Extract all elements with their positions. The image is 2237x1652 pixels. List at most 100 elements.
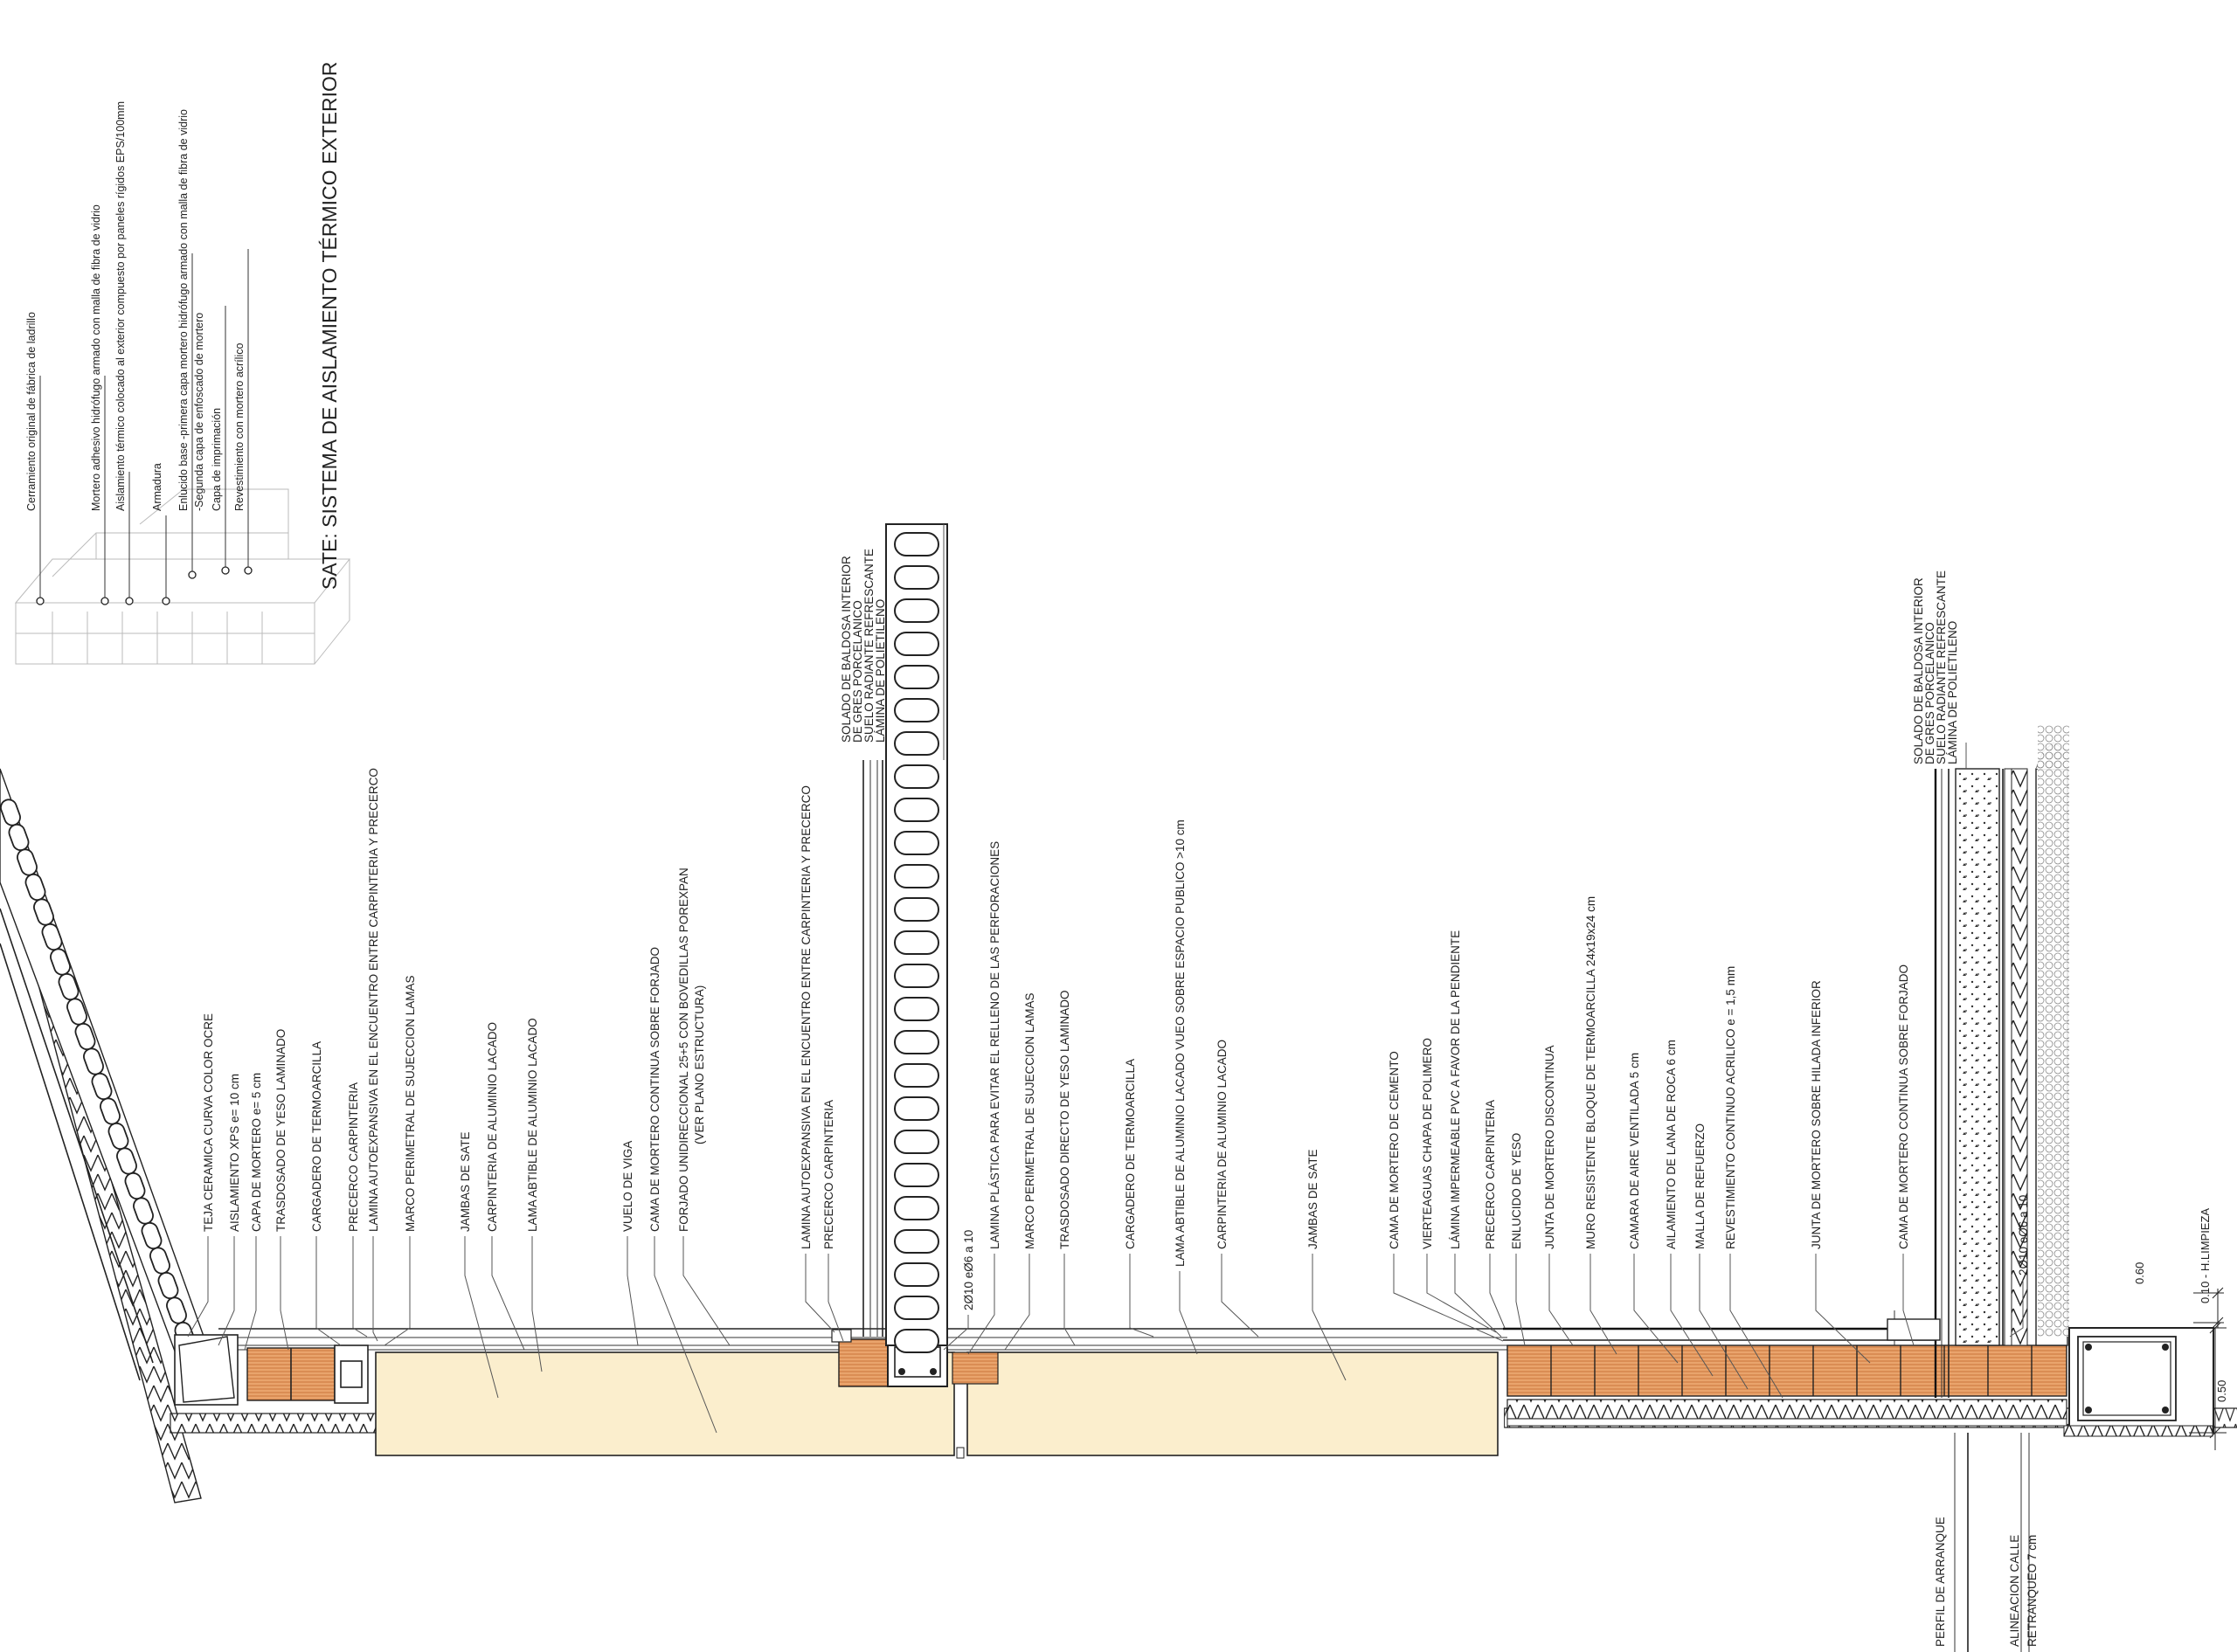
label-teja-ceramica: TEJA CERAMICA CURVA COLOR OCRE xyxy=(202,1013,215,1232)
leader-line xyxy=(2009,1280,2024,1337)
wall-perforation xyxy=(894,1030,939,1054)
wall-perforation xyxy=(894,1096,939,1121)
wall-perforation xyxy=(894,764,939,789)
leader-line xyxy=(1221,1254,1259,1337)
wall-perforation xyxy=(894,1262,939,1287)
label-junta-mortero-discontinua: JUNTA DE MORTERO DISCONTINUA xyxy=(1543,1045,1556,1249)
label-lama-abtible: LAMA ABTIBLE DE ALUMINIO LACADO xyxy=(526,1018,539,1232)
leader-line xyxy=(1589,1254,1617,1355)
leader-line xyxy=(1063,1254,1076,1346)
label-marco-perimetral-2: MARCO PERIMETRAL DE SUJECCION LAMAS xyxy=(1023,992,1036,1249)
label-ver-plano-estructura: (VER PLANO ESTRUCTURA) xyxy=(693,985,706,1144)
labels-bottom-group: PERFIL DE ARRANQUE ALINEACION CALLE RETR… xyxy=(1934,1517,2039,1647)
vertical-wall-middle xyxy=(862,523,948,1353)
lamas xyxy=(375,1351,1499,1459)
label-carpinteria-aluminio-2: CARPINTERIA DE ALUMINIO LACADO xyxy=(1215,1040,1229,1249)
label-armado-viga: 2Ø10 eØ6 a 10 xyxy=(962,1230,975,1310)
sate-legend-3: Aislamiento térmico colocado al exterior… xyxy=(114,101,127,511)
wall-perforation xyxy=(894,1296,939,1320)
label-revestimiento-acrilico: REVESTIMIENTO CONTINUO ACRILICO e = 1,5 … xyxy=(1724,966,1737,1249)
dimension-lines xyxy=(2189,1287,2227,1450)
leader-line xyxy=(943,1315,969,1351)
wall-perforation xyxy=(894,897,939,922)
leader-line xyxy=(384,1236,411,1346)
wall-perforation xyxy=(894,930,939,955)
sate-axonometric-sketch xyxy=(14,488,351,665)
leader-line xyxy=(627,1236,639,1346)
labels-roof-group: TEJA CERAMICA CURVA COLOR OCRE AISLAMIEN… xyxy=(202,768,539,1232)
leader-line xyxy=(372,1236,378,1342)
label-lamina-polietileno-2: LÁMINA DE POLIETILENO xyxy=(1946,621,1959,764)
label-jambas-sate-2: JAMBAS DE SATE xyxy=(1306,1149,1319,1249)
leader-line xyxy=(967,1254,995,1355)
leader-line xyxy=(1426,1254,1497,1333)
sate-legend-1: Cerramiento original de fábrica de ladri… xyxy=(25,312,38,511)
label-suelo-radiante-2: SUELO RADIANTE REFRESCANTE xyxy=(1935,570,1948,764)
label-aislamiento-lana-roca: AILAMIENTO DE LANA DE ROCA 6 cm xyxy=(1665,1040,1678,1249)
leader-line xyxy=(187,1236,209,1337)
wall-perforation xyxy=(894,598,939,623)
label-trasdosado-directo: TRASDOSADO DIRECTO DE YESO LAMINADO xyxy=(1058,990,1071,1249)
leader-line xyxy=(1548,1254,1574,1346)
leader-line xyxy=(1729,1254,1783,1399)
wall-perforation xyxy=(894,798,939,822)
label-cama-mortero-forjado: CAMA DE MORTERO CONTINUA SOBRE FORJADO xyxy=(648,947,661,1232)
label-cargadero-termoarcilla: CARGADERO DE TERMOARCILLA xyxy=(310,1041,323,1232)
label-muro-resistente: MURO RESISTENTE BLOQUE DE TERMOARCILLA 2… xyxy=(1584,896,1597,1249)
leader-line xyxy=(828,1254,844,1342)
label-perfil-arranque: PERFIL DE ARRANQUE xyxy=(1934,1517,1947,1647)
sate-legend-5: Enlucido base -primera capa mortero hidr… xyxy=(177,109,190,511)
leader-line xyxy=(1312,1254,1347,1381)
label-cargadero-termoarcilla-2: CARGADERO DE TERMOARCILLA xyxy=(1124,1059,1137,1249)
label-lamina-plastica: LAMINA PLÁSTICA PARA EVITAR EL RELLENO D… xyxy=(988,841,1001,1249)
label-gres-porcelanico-2: DE GRES PORCELANICO xyxy=(1923,622,1936,764)
dimension-050: 0.50 xyxy=(2215,1380,2228,1402)
leader-lines xyxy=(187,524,2024,1434)
wall-perforation xyxy=(894,864,939,888)
label-cama-mortero-cemento: CAMA DE MORTERO DE CEMENTO xyxy=(1388,1051,1401,1249)
leader-line xyxy=(464,1236,499,1399)
wall-perforation xyxy=(894,1329,939,1353)
label-alineacion-calle: ALINEACION CALLE xyxy=(2008,1535,2021,1647)
leader-line xyxy=(244,1236,257,1351)
wall-perforation xyxy=(894,1196,939,1220)
leader-line xyxy=(1633,1254,1679,1364)
sate-legend-2: Mortero adhesivo hidrófugo armado con ma… xyxy=(90,204,102,511)
label-lamina-impermeable: LÁMINA IMPERMEABLE PVC A FAVOR DE LA PEN… xyxy=(1449,930,1462,1249)
label-vuelo-viga: VUELO DE VIGA xyxy=(621,1141,634,1232)
label-gres-porcelanico: DE GRES PORCELANICO xyxy=(851,600,864,743)
label-lamina-autoexpansiva: LAMINA AUTOEXPANSIVA EN EL ENCUENTRO ENT… xyxy=(367,768,380,1232)
label-precerco-carpinteria-2: PRECERCO CARPINTERIA xyxy=(822,1100,835,1249)
label-suelo-radiante: SUELO RADIANTE REFRESCANTE xyxy=(862,549,876,743)
leader-line xyxy=(1902,1254,1915,1346)
wall-perforation xyxy=(894,1229,939,1254)
label-lamina-autoexpansiva-2: LAMINA AUTOEXPANSIVA EN EL ENCUENTRO ENT… xyxy=(800,785,813,1249)
label-vierteaguas: VIERTEAGUAS CHAPA DE POLIMERO xyxy=(1421,1038,1434,1249)
label-solado-baldosa: SOLADO DE BALDOSA INTERIOR xyxy=(840,556,853,743)
leader-line xyxy=(315,1236,342,1346)
label-junta-mortero-hilada: JUNTA DE MORTERO SOBRE HILADA INFERIOR xyxy=(1810,980,1823,1249)
sate-legend-markers xyxy=(36,566,253,605)
leader-line xyxy=(280,1236,289,1351)
leader-line xyxy=(1489,1254,1506,1329)
label-retranqueo: RETRANQUEO 7 cm xyxy=(2026,1535,2039,1647)
label-solado-baldosa-2: SOLADO DE BALDOSA INTERIOR xyxy=(1912,577,1925,764)
wall-perforation xyxy=(894,698,939,722)
label-malla-refuerzo: MALLA DE REFUERZO xyxy=(1693,1123,1707,1249)
label-camara-aire: CAMARA DE AIRE VENTILADA 5 cm xyxy=(1628,1053,1641,1249)
label-carpinteria-aluminio: CARPINTERIA DE ALUMINIO LACADO xyxy=(486,1022,499,1232)
label-trasdosado-yeso: TRASDOSADO DE YESO LAMINADO xyxy=(274,1029,287,1232)
brick-wall-right xyxy=(1506,1344,2067,1427)
label-aislamiento-xps: AISLAMIENTO XPS e= 10 cm xyxy=(228,1074,241,1232)
sate-title: SATE: SISTEMA DE AISLAMIENTO TÉRMICO EXT… xyxy=(318,61,341,590)
leader-line xyxy=(682,1236,731,1346)
leader-line xyxy=(1515,1254,1526,1346)
leader-line xyxy=(531,1236,543,1372)
leader-line xyxy=(1004,1254,1030,1351)
label-capa-mortero: CAPA DE MORTERO e= 5 cm xyxy=(250,1073,263,1232)
wall-perforation xyxy=(894,1130,939,1154)
foundation-block xyxy=(2063,1327,2214,1437)
wall-perforation xyxy=(894,665,939,689)
leader-line xyxy=(805,1254,835,1333)
label-lamina-polietileno: LÁMINA DE POLIETILENO xyxy=(874,599,887,743)
